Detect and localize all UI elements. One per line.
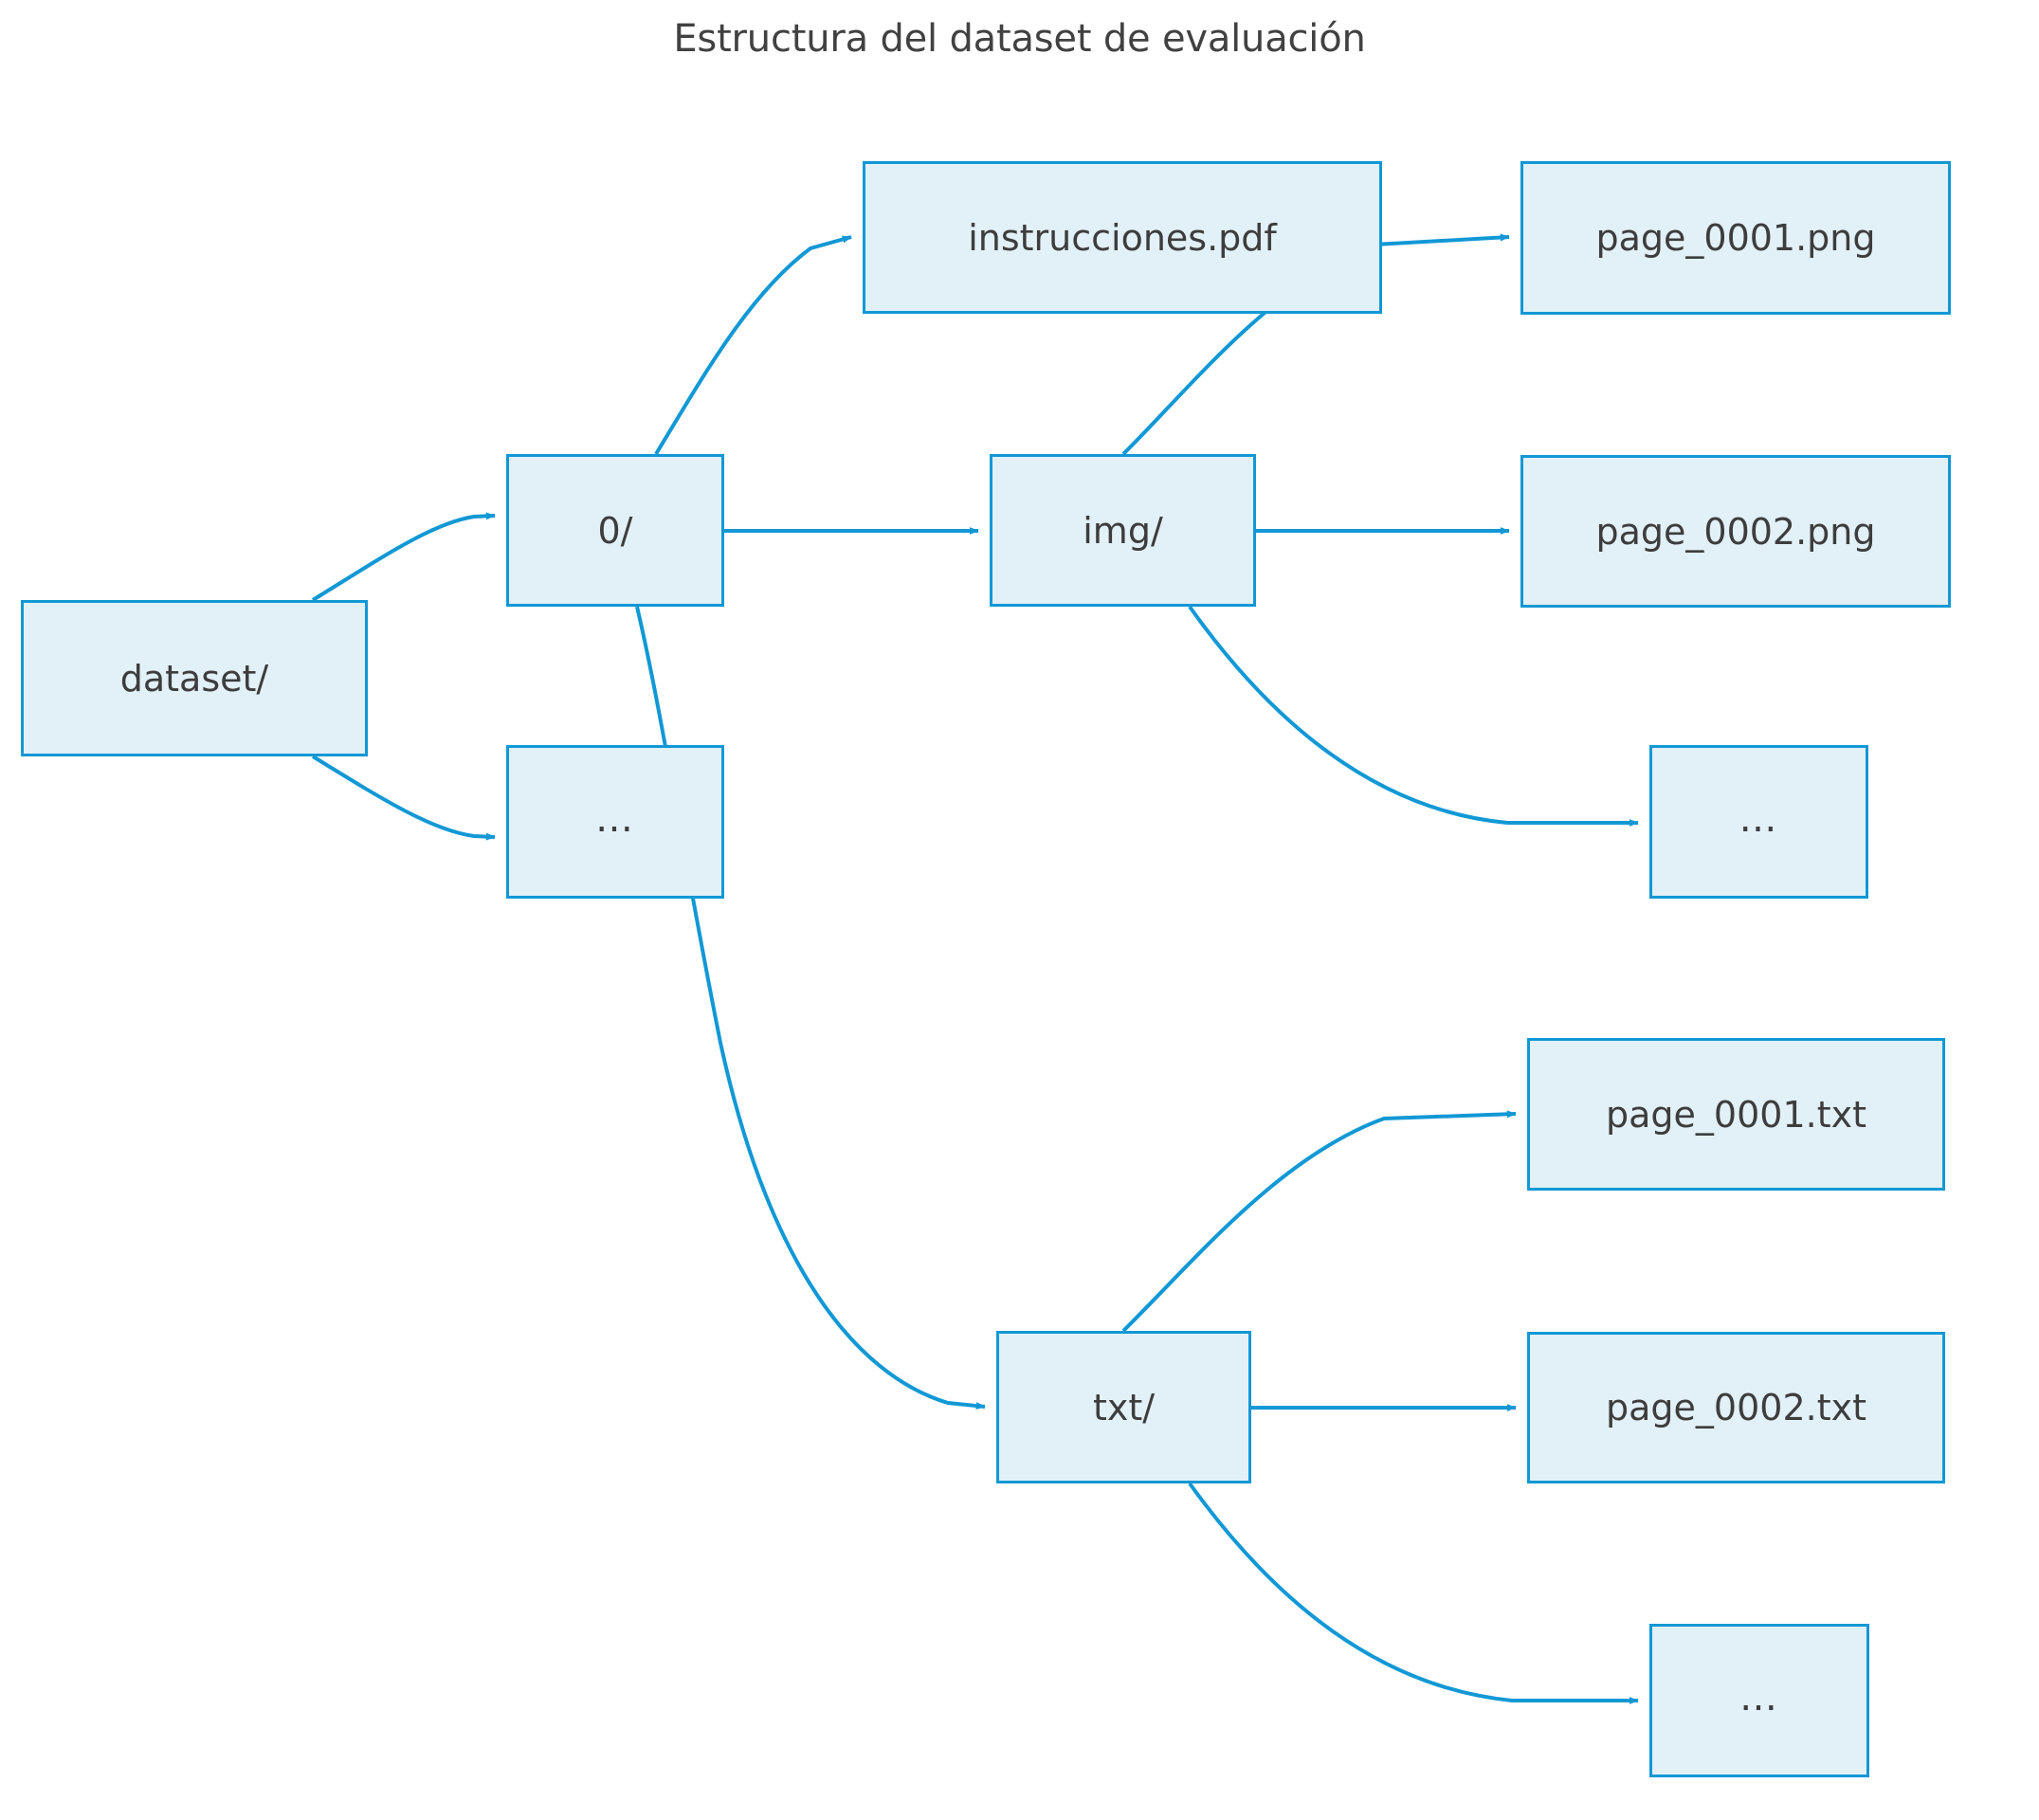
edge-img-to-ellipsis — [1188, 605, 1639, 827]
node-txt[interactable]: txt/ — [996, 1331, 1251, 1483]
node-label-instrucciones-pdf: instrucciones.pdf — [968, 216, 1277, 259]
node-label-ellipsis-txt: … — [1739, 1676, 1779, 1720]
node-label-dataset: dataset/ — [119, 657, 269, 700]
node-label-0: 0/ — [597, 509, 633, 552]
node-page-0002-txt[interactable]: page_0002.txt — [1527, 1332, 1945, 1483]
node-label-page-0002-txt: page_0002.txt — [1606, 1387, 1866, 1429]
node-page-0001-png[interactable]: page_0001.png — [1520, 161, 1951, 315]
edge-dataset-to-ellipsis — [311, 755, 496, 841]
edge-txt-to-ellipsis — [1188, 1482, 1639, 1704]
node-label-page-0001-txt: page_0001.txt — [1606, 1093, 1866, 1136]
node-img[interactable]: img/ — [990, 454, 1256, 607]
node-label-ellipsis-img: … — [1739, 797, 1779, 841]
node-label-page-0001-png: page_0001.png — [1595, 217, 1876, 259]
node-page-0002-png[interactable]: page_0002.png — [1520, 455, 1951, 608]
node-ellipsis-level1[interactable]: … — [506, 745, 724, 899]
node-label-page-0002-png: page_0002.png — [1595, 510, 1876, 553]
node-0[interactable]: 0/ — [506, 454, 724, 607]
node-label-img: img/ — [1083, 509, 1163, 552]
page-title: Estructura del dataset de evaluación — [673, 17, 1366, 61]
node-ellipsis-txt[interactable]: … — [1649, 1624, 1869, 1777]
edge-dataset-to-0 — [311, 512, 496, 602]
node-dataset[interactable]: dataset/ — [21, 600, 368, 756]
node-label-txt: txt/ — [1092, 1386, 1156, 1429]
edge-0-to-txt — [635, 606, 986, 1410]
edge-0-to-instrucciones — [654, 235, 852, 456]
edge-txt-to-page1txt — [1121, 1110, 1517, 1333]
node-ellipsis-img[interactable]: … — [1649, 745, 1868, 899]
node-instrucciones-pdf[interactable]: instrucciones.pdf — [863, 161, 1382, 314]
node-label-ellipsis-level1: … — [595, 797, 635, 841]
node-page-0001-txt[interactable]: page_0001.txt — [1527, 1038, 1945, 1191]
